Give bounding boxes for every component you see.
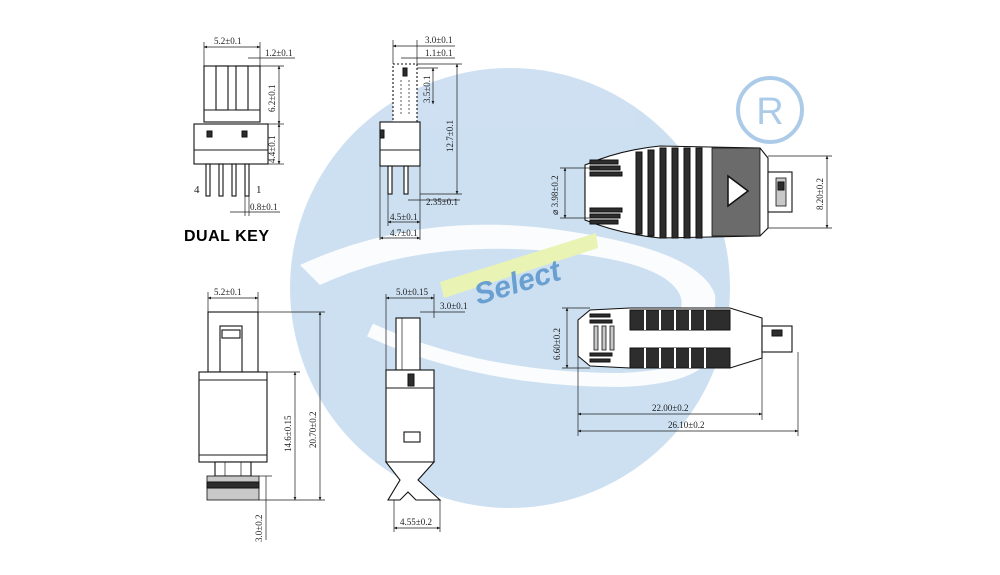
dim-br-body-length: 22.00±0.2 bbox=[652, 403, 688, 413]
drawing-title: DUAL KEY bbox=[184, 228, 270, 245]
bottom-ribs bbox=[589, 309, 731, 369]
pin-label-1: 1 bbox=[256, 184, 262, 196]
view-top-left: 4 1 5.2±0.1 1.2±0.1 6.2±0.1 4.4±0.1 0.8±… bbox=[193, 36, 295, 216]
dim-bm-base: 4.55±0.2 bbox=[400, 517, 432, 527]
dim-bm-width: 5.0±0.15 bbox=[396, 287, 428, 297]
dim-tm-base-width: 4.7±0.1 bbox=[390, 228, 417, 238]
watermark-bar bbox=[440, 233, 598, 298]
strain-relief-ribs bbox=[589, 147, 703, 239]
dim-tl-tab: 1.2±0.1 bbox=[265, 48, 292, 58]
watermark-swoosh bbox=[300, 224, 716, 355]
dim-bl-body-length: 14.6±0.15 bbox=[283, 415, 293, 452]
dim-tm-key-height: 3.5±0.1 bbox=[422, 76, 432, 103]
dim-tm-body-width: 4.5±0.1 bbox=[390, 212, 417, 222]
dim-bm-tab: 3.0±0.1 bbox=[440, 301, 467, 311]
dim-bl-tip: 3.0±0.2 bbox=[254, 515, 264, 542]
view-top-mid: 3.0±0.1 1.1±0.1 3.5±0.1 12.7±0.1 2.35±0.… bbox=[379, 35, 462, 240]
dim-br-height: 6.60±0.2 bbox=[552, 328, 562, 360]
dim-tl-height-lower: 4.4±0.1 bbox=[267, 136, 277, 163]
dim-br-total-length: 26.10±0.2 bbox=[668, 420, 704, 430]
dim-tl-height-upper: 6.2±0.1 bbox=[267, 85, 277, 112]
dim-tm-total-height: 12.7±0.1 bbox=[445, 120, 455, 152]
dim-tr-cable-dia: ⌀ 3.98±0.2 bbox=[550, 175, 560, 215]
view-bottom-left: 5.2±0.1 14.6±0.15 20.70±0.2 3.0±0.2 bbox=[198, 287, 325, 542]
dim-bl-width: 5.2±0.1 bbox=[214, 287, 241, 297]
view-top-right: ⌀ 3.98±0.2 8.20±0.2 bbox=[550, 145, 832, 239]
dim-tl-width: 5.2±0.1 bbox=[214, 36, 241, 46]
watermark-logo: Select R bbox=[290, 68, 804, 508]
view-bottom-mid: 5.0±0.15 3.0±0.1 4.55±0.2 bbox=[384, 287, 467, 532]
dim-tl-pitch: 0.8±0.1 bbox=[250, 202, 277, 212]
view-bottom-right: 6.60±0.2 22.00±0.2 26.10±0.2 bbox=[552, 307, 799, 436]
triangle-marker-icon bbox=[727, 174, 750, 208]
registered-mark-letter: R bbox=[756, 91, 783, 133]
dim-tm-inner: 1.1±0.1 bbox=[425, 48, 452, 58]
pin-label-4: 4 bbox=[194, 184, 200, 196]
dim-tm-pin-offset: 2.35±0.1 bbox=[426, 197, 458, 207]
dim-bl-total-length: 20.70±0.2 bbox=[308, 412, 318, 448]
registered-mark-icon bbox=[736, 76, 804, 144]
pins-4 bbox=[205, 163, 250, 197]
dim-tr-head-height: 8.20±0.2 bbox=[815, 178, 825, 210]
dim-tm-overall: 3.0±0.1 bbox=[425, 35, 452, 45]
